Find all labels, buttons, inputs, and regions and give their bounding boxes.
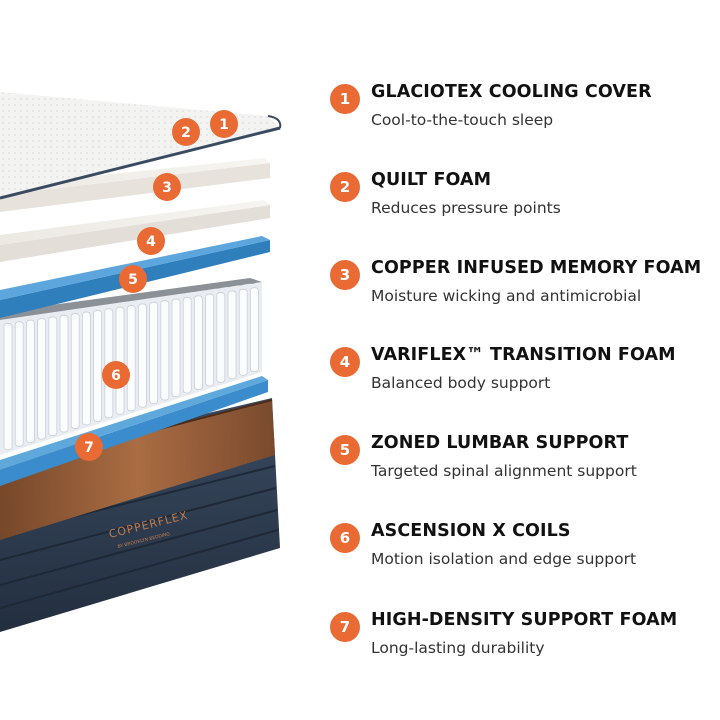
number-badge: 2 xyxy=(330,172,360,202)
coil xyxy=(160,300,170,401)
layer-marker-number: 3 xyxy=(162,180,172,196)
feature-title: ASCENSION X COILS xyxy=(371,521,571,541)
feature-title: GLACIOTEX COOLING COVER xyxy=(371,82,652,102)
coil xyxy=(205,293,215,387)
feature-description: Reduces pressure points xyxy=(371,199,561,217)
coil xyxy=(238,288,248,376)
layer-marker: 3 xyxy=(153,173,181,201)
coil xyxy=(216,292,226,383)
coil xyxy=(137,303,147,408)
feature-description: Cool-to-the-touch sleep xyxy=(371,111,554,129)
layer-marker: 7 xyxy=(75,433,103,461)
feature-item: 4 VARIFLEX™ TRANSITION FOAM Balanced body … xyxy=(330,345,715,415)
layer-marker: 4 xyxy=(137,227,165,255)
coil xyxy=(227,290,237,380)
coil xyxy=(14,321,24,447)
coil xyxy=(149,301,159,405)
coil xyxy=(48,316,58,436)
feature-description: Targeted spinal alignment support xyxy=(371,462,637,480)
layer-marker-number: 2 xyxy=(181,125,191,141)
coil xyxy=(171,298,181,397)
feature-item: 1 GLACIOTEX COOLING COVER Cool-to-the-touc… xyxy=(330,82,715,152)
number-badge: 4 xyxy=(330,347,360,377)
coil xyxy=(115,306,125,415)
number-badge: 6 xyxy=(330,523,360,553)
coil xyxy=(37,318,46,440)
feature-title: HIGH-DENSITY SUPPORT FOAM xyxy=(371,610,678,630)
memory-foam-layer xyxy=(0,158,270,212)
feature-description: Motion isolation and edge support xyxy=(371,550,637,568)
transition-foam-layer xyxy=(0,200,270,262)
coil xyxy=(59,314,69,433)
feature-title: QUILT FOAM xyxy=(371,170,492,190)
layer-marker-number: 7 xyxy=(84,440,94,456)
coil xyxy=(249,287,259,373)
feature-title: COPPER INFUSED MEMORY FOAM xyxy=(371,258,702,278)
feature-title: VARIFLEX™ TRANSITION FOAM xyxy=(371,345,676,365)
feature-item: 3 COPPER INFUSED MEMORY FOAM Moisture wick… xyxy=(330,258,715,328)
feature-item: 6 ASCENSION X COILS Motion isolation and e… xyxy=(330,521,715,591)
cooling-cover-layer xyxy=(0,92,282,200)
feature-item: 5 ZONED LUMBAR SUPPORT Targeted spinal ali… xyxy=(330,433,715,503)
feature-item: 2 QUILT FOAM Reduces pressure points xyxy=(330,170,715,240)
zoned-lumbar-layer xyxy=(0,376,268,486)
coil xyxy=(3,323,13,451)
number-badge: 3 xyxy=(330,260,360,290)
layer-marker-number: 4 xyxy=(146,234,156,250)
layer-marker-number: 6 xyxy=(111,368,121,384)
coil xyxy=(70,313,80,429)
number-badge: 7 xyxy=(330,612,360,642)
coil xyxy=(182,297,192,394)
coil xyxy=(82,311,91,426)
feature-title: ZONED LUMBAR SUPPORT xyxy=(371,433,629,453)
layer-marker: 2 xyxy=(172,118,200,146)
feature-description: Moisture wicking and antimicrobial xyxy=(371,287,642,305)
number-badge: 1 xyxy=(330,84,360,114)
coil xyxy=(93,310,102,422)
feature-item: 7 HIGH-DENSITY SUPPORT FOAM Long-lasting d… xyxy=(330,610,715,680)
coil xyxy=(126,305,136,412)
feature-description: Long-lasting durability xyxy=(371,639,545,657)
layer-marker: 5 xyxy=(119,265,147,293)
number-badge: 5 xyxy=(330,435,360,465)
layer-marker: 6 xyxy=(102,361,130,389)
layer-marker: 1 xyxy=(210,110,238,138)
coil xyxy=(193,295,203,390)
layer-marker-number: 5 xyxy=(128,272,138,288)
coil xyxy=(25,319,35,444)
layer-marker-number: 1 xyxy=(219,117,229,133)
feature-description: Balanced body support xyxy=(371,374,551,392)
mattress-layers-illustration: COPPERFLEX BY BROOKLYN BEDDING xyxy=(0,92,282,632)
